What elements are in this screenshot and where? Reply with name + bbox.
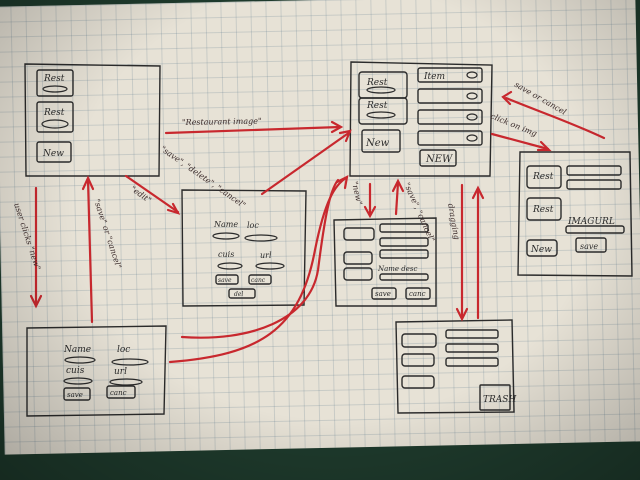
screen-edit-restaurant: Name loc cuis url save canc del [181, 189, 307, 307]
edit-cuis-label: cuis [218, 250, 234, 259]
edit-name-label: Name [213, 220, 238, 229]
screen-items: Rest Rest New Item NEW [349, 61, 493, 177]
items-new-button-label: NEW [425, 154, 453, 165]
screen-new-restaurant: Name loc cuis url save canc [26, 325, 167, 417]
edit-loc-label: loc [247, 221, 259, 230]
new-save-label: save [67, 391, 83, 399]
screen-image: Rest Rest IMAGURL New save [517, 151, 633, 277]
edit-url-label: url [260, 251, 272, 260]
items-new-left-label: New [365, 138, 390, 149]
label-restaurant-image: "Restaurant image" [182, 117, 262, 127]
new-item-name-desc-label: Name desc [377, 265, 418, 273]
image-rest-label-1: Rest [532, 172, 554, 182]
edit-del-label: del [234, 291, 243, 298]
new-item-save-label: save [375, 290, 391, 298]
edit-save-label: save [218, 277, 232, 284]
screen-trash: TRASH [395, 319, 516, 414]
label-new: "new" [350, 181, 364, 206]
new-name-label: Name [63, 345, 91, 355]
image-new-label: New [530, 245, 552, 255]
rest-label-1: Rest [43, 74, 65, 84]
new-url-label: url [114, 367, 127, 377]
label-dragging: dragging [446, 203, 461, 241]
edit-cancel-label: canc [251, 277, 266, 284]
items-rest-label-1: Rest [366, 78, 388, 88]
image-url-label: IMAGURL [567, 217, 615, 227]
screen-new-item: Name desc save canc [333, 217, 437, 307]
label-save-cancel-mid: "save", "cancel" [402, 181, 436, 243]
transition-arrows [29, 90, 606, 364]
new-item-cancel-label: canc [409, 290, 426, 298]
items-item-label: Item [423, 72, 445, 82]
label-save-or-cancel-left: "save" or "cancel" [92, 198, 123, 270]
new-cuis-label: cuis [66, 366, 85, 376]
rest-label-2: Rest [43, 108, 65, 118]
new-button-label: New [42, 149, 64, 159]
image-rest-label-2: Rest [532, 205, 554, 215]
label-save-delete-cancel: "save", "delete", "cancel" [159, 144, 247, 210]
trash-label: TRASH [483, 395, 516, 405]
new-cancel-label: canc [110, 389, 127, 397]
label-user-clicks-new: user clicks "new" [12, 202, 42, 271]
new-loc-label: loc [117, 345, 130, 355]
image-save-label: save [580, 242, 598, 251]
screen-restaurant-list: Rest Rest New [24, 63, 161, 177]
items-rest-label-2: Rest [366, 101, 388, 111]
